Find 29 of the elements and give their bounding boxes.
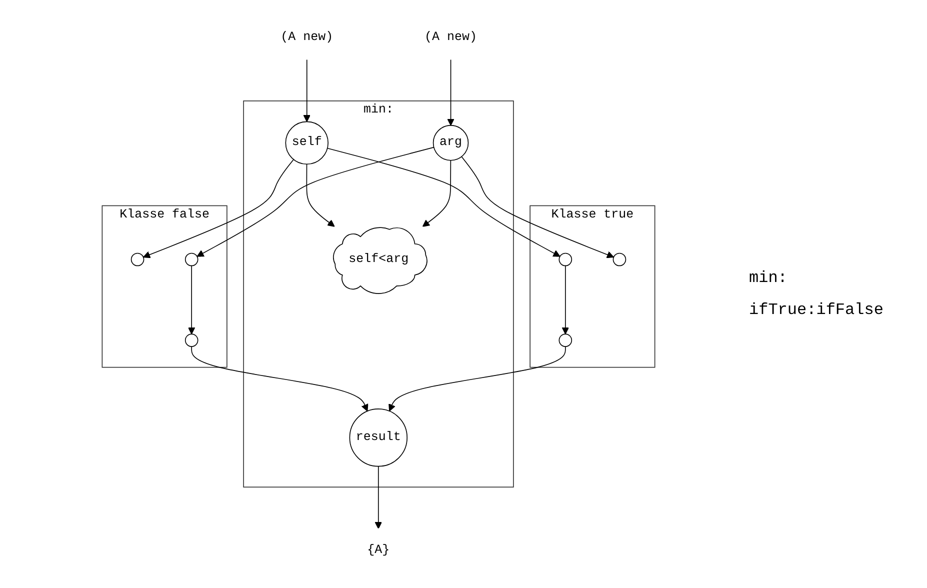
node-circle: arg: [432, 125, 469, 161]
arrow: [191, 346, 368, 412]
arrow: [188, 265, 196, 334]
arrow: [461, 156, 614, 258]
node-text: {A}: [367, 542, 390, 557]
node-circle: [184, 252, 198, 266]
arrow: [196, 146, 434, 257]
arrow: [326, 148, 560, 257]
node-text: (A new): [280, 30, 334, 44]
node-circle: [184, 334, 198, 347]
node-circle: [130, 252, 144, 266]
label-text: min:: [749, 269, 788, 287]
label-text: ifTrue:ifFalse: [749, 301, 884, 319]
arrow: [374, 466, 382, 530]
node-circle: [558, 334, 572, 347]
cluster: Klasse true: [530, 205, 656, 368]
arrow: [422, 160, 452, 227]
arrow: [143, 159, 294, 258]
node-circle: self: [285, 121, 328, 165]
node-text: (A new): [424, 30, 477, 44]
node-circle: result: [349, 408, 408, 467]
arrow: [447, 58, 454, 126]
arrow: [306, 164, 335, 227]
arrow: [562, 265, 570, 334]
node-circle: [558, 252, 572, 266]
node-circle: [612, 252, 626, 266]
cluster: Klasse false: [102, 205, 228, 368]
arrow: [303, 58, 311, 122]
arrow: [388, 346, 566, 412]
